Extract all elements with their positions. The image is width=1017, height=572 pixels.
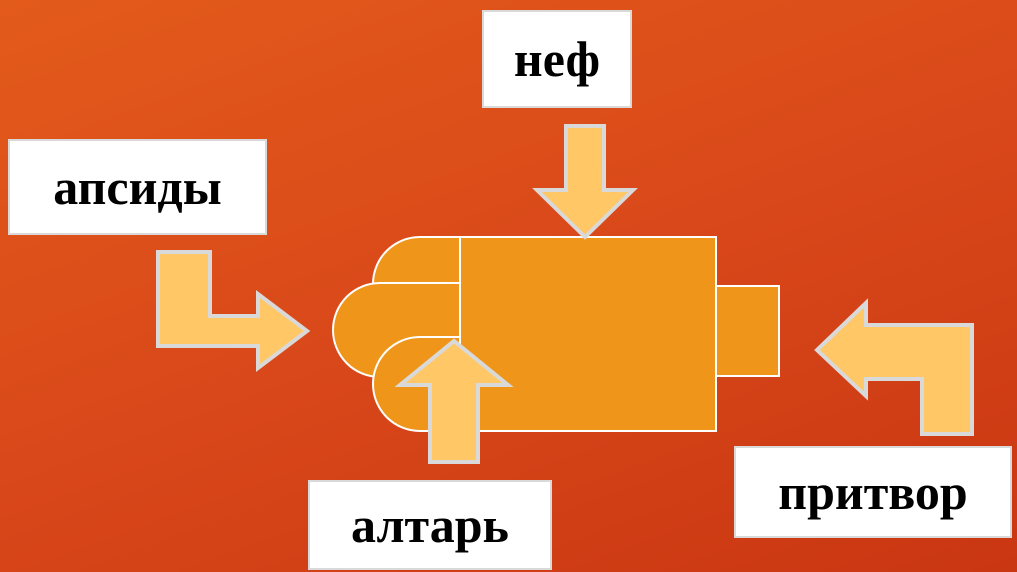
altar-arrow xyxy=(394,338,514,464)
narthex-block xyxy=(715,285,780,377)
label-nave-text: неф xyxy=(513,31,601,87)
apses-arrow xyxy=(156,250,311,373)
narthex-arrow xyxy=(814,298,974,436)
label-altar-text: алтарь xyxy=(351,497,509,553)
nave-hall xyxy=(459,236,717,432)
nave-arrow xyxy=(532,124,638,240)
label-narthex-text: притвор xyxy=(778,464,968,520)
label-nave: неф xyxy=(482,10,632,108)
label-apses-text: апсиды xyxy=(53,159,222,215)
label-altar: алтарь xyxy=(308,480,552,570)
label-apses: апсиды xyxy=(8,139,267,235)
label-narthex: притвор xyxy=(734,446,1012,538)
